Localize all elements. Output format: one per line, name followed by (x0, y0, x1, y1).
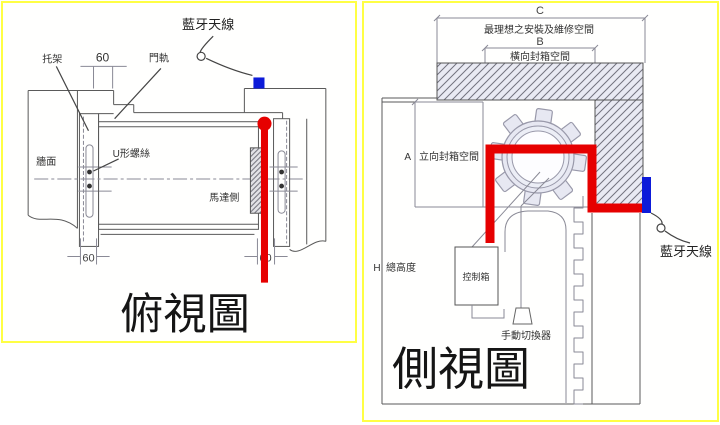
manual-switch-label: 手動切換器 (501, 329, 551, 342)
total-height-label: 總高度 (386, 261, 416, 274)
u-bolt-screw (87, 183, 92, 189)
bluetooth-antenna-label: 藍牙天線 (660, 244, 712, 259)
dimension-b: B 橫向封箱空間 (481, 36, 599, 63)
bracket-left (78, 113, 112, 247)
bracket-label: 托架 (42, 52, 62, 65)
wall-left (27, 90, 245, 229)
dim-c-letter: C (536, 5, 544, 17)
bluetooth-leader-line (196, 35, 253, 77)
u-bolt-leader-line (93, 158, 119, 172)
side-view-title: 側視圖 (392, 343, 530, 395)
dimension-a: A 立向封箱空間 (404, 98, 643, 208)
side-view-panel: C 最理想之安裝及維修空間 B 橫向封箱空間 A 立向封箱空間 (362, 1, 719, 422)
vertical-box-space-label: 立向封箱空間 (419, 150, 479, 163)
bluetooth-antenna-marker (642, 177, 651, 213)
shutter-slat-profile (573, 196, 584, 405)
dim-a-letter: A (404, 152, 411, 163)
dim-top-60-value: 60 (96, 50, 110, 64)
u-bolt-screw (279, 169, 284, 175)
ideal-space-label: 最理想之安裝及維修空間 (484, 23, 594, 36)
motor-side-label: 馬達側 (209, 191, 239, 204)
u-bolt-screw (279, 183, 284, 189)
bluetooth-leader-line (650, 212, 691, 244)
outline-box (381, 97, 640, 405)
red-wire (485, 144, 649, 243)
dimension-bottom-left-60: 60 (67, 238, 110, 265)
control-box-label: 控制箱 (462, 271, 489, 282)
bluetooth-antenna-label: 藍牙天線 (182, 17, 234, 32)
side-view-drawing: C 最理想之安裝及維修空間 B 橫向封箱空間 A 立向封箱空間 (373, 5, 712, 405)
bracket-leader-line (55, 66, 90, 132)
ceiling-hatch (436, 62, 644, 101)
dimension-c: C 最理想之安裝及維修空間 (433, 5, 649, 63)
guide-track (591, 213, 641, 404)
wall-right (243, 88, 327, 252)
dim-h-letter: H (373, 263, 380, 274)
wall-hatch (594, 99, 644, 208)
bracket-right (269, 118, 298, 247)
gear-sprocket (489, 108, 587, 206)
machine-housing (471, 171, 641, 405)
wall-label: 牆面 (36, 155, 56, 168)
door-rail-leader-line (114, 68, 162, 120)
control-box: 控制箱 (454, 246, 505, 319)
bluetooth-antenna-marker (253, 77, 265, 89)
top-view-panel: 60 60 60 藍牙天線 托架 門軌 牆面 (1, 1, 357, 343)
dimension-h: H 總高度 (373, 261, 416, 274)
dim-b-letter: B (536, 36, 543, 48)
top-view-title: 俯視圖 (120, 291, 250, 339)
dimension-top-60: 60 (80, 50, 127, 89)
manual-switch-pendant (512, 307, 533, 325)
top-view-drawing: 60 60 60 藍牙天線 托架 門軌 牆面 (27, 17, 327, 339)
dim-bottom-left-60-value: 60 (82, 253, 94, 265)
u-bolt-screw (87, 169, 92, 175)
horizontal-box-space-label: 橫向封箱空間 (510, 50, 570, 63)
door-rail-label: 門軌 (149, 51, 169, 64)
u-bolt-label: U形螺絲 (113, 147, 150, 160)
red-wire (257, 116, 272, 283)
